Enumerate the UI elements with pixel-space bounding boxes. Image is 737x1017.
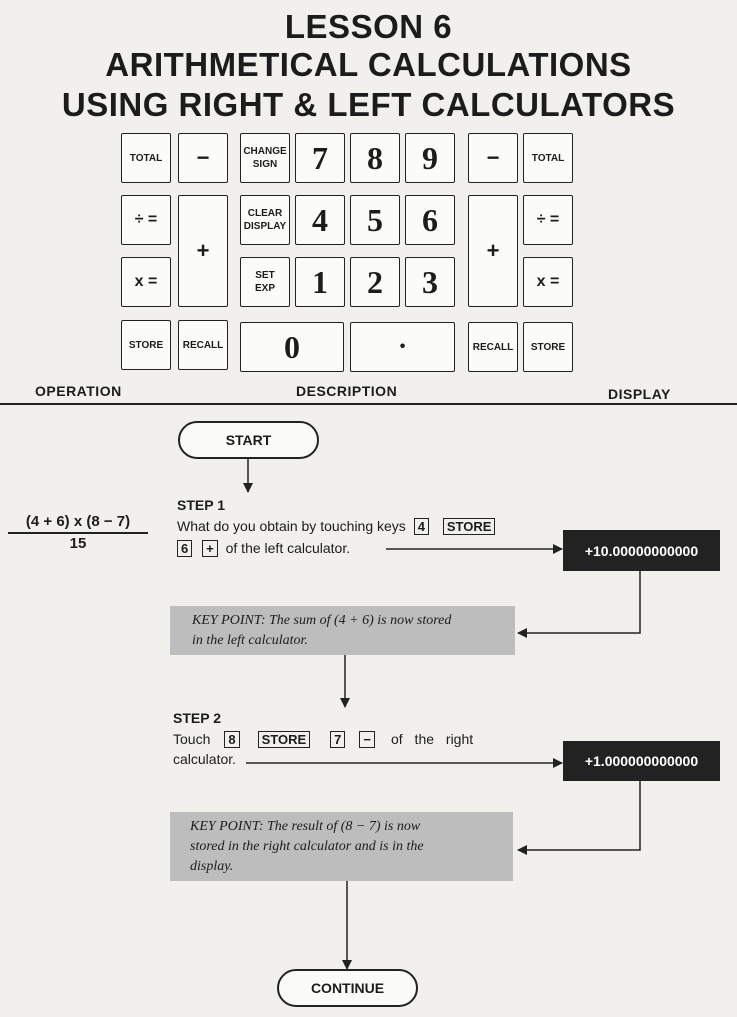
key-point-2-line-2: stored in the right calculator and is in… [190, 839, 424, 854]
display-column-header: DISPLAY [608, 386, 671, 402]
clear-display-key[interactable]: CLEAR DISPLAY [240, 195, 290, 245]
change-sign-label-1: CHANGE [243, 146, 287, 157]
multiply-equals-left-key[interactable]: x = [121, 257, 171, 307]
key-minus-inline: − [359, 730, 375, 748]
step2-text-a: Touch [173, 731, 211, 747]
operation-expression: (4 + 6) x (8 − 7) 15 [8, 513, 148, 552]
key-store-inline: STORE [442, 518, 496, 535]
start-terminal: START [178, 421, 319, 459]
multiply-equals-right-key[interactable]: x = [523, 257, 573, 307]
recall-right-key[interactable]: RECALL [468, 322, 518, 372]
change-sign-label-2: SIGN [252, 159, 278, 170]
description-column-header: DESCRIPTION [296, 383, 398, 399]
digit-6-key[interactable]: 6 [405, 195, 455, 245]
display-readout-2: +1.000000000000 [563, 741, 720, 781]
key-point-2-line-3: display. [190, 859, 234, 874]
key-plus-inline: + [202, 540, 218, 557]
clear-display-label-1: CLEAR [247, 208, 283, 219]
key-point-1-line-1: KEY POINT: The sum of (4 + 6) is now sto… [192, 613, 452, 628]
display1-return-arrow [517, 571, 641, 638]
key-store-inline-2: STORE [257, 730, 311, 748]
digit-7-key[interactable]: 7 [295, 133, 345, 183]
continue-terminal: CONTINUE [277, 969, 418, 1007]
key-7-inline: 7 [330, 730, 346, 748]
total-left-key[interactable]: TOTAL [121, 133, 171, 183]
digit-0-key[interactable]: 0 [240, 322, 344, 372]
divide-equals-right-key[interactable]: ÷ = [523, 195, 573, 245]
set-exp-key[interactable]: SET EXP [240, 257, 290, 307]
key-point-2: KEY POINT: The result of (8 − 7) is now … [170, 812, 513, 881]
digit-3-key[interactable]: 3 [405, 257, 455, 307]
step2-title: STEP 2 [173, 710, 221, 726]
fraction-denominator: 15 [69, 535, 87, 552]
display2-return-arrow [517, 781, 641, 855]
display-readout-1: +10.00000000000 [563, 530, 720, 571]
digit-5-key[interactable]: 5 [350, 195, 400, 245]
change-sign-key[interactable]: CHANGE SIGN [240, 133, 290, 183]
digit-4-key[interactable]: 4 [295, 195, 345, 245]
minus-right-key[interactable]: − [468, 133, 518, 183]
key-point-1-line-2: in the left calculator. [192, 633, 308, 648]
key-6-inline: 6 [177, 540, 193, 557]
store-left-key[interactable]: STORE [121, 320, 171, 370]
step2-text-c: calculator. [173, 751, 237, 767]
set-exp-label-2: EXP [254, 283, 275, 294]
digit-9-key[interactable]: 9 [405, 133, 455, 183]
operation-column-header: OPERATION [35, 383, 122, 399]
step2-text-b: of the right [390, 731, 474, 747]
step1-description: What do you obtain by touching keys 4 ST… [177, 516, 537, 558]
plus-left-key[interactable]: + [178, 195, 228, 307]
lesson-title: LESSON 6 [284, 8, 453, 45]
digit-2-key[interactable]: 2 [350, 257, 400, 307]
header-divider [0, 403, 737, 405]
plus-right-key[interactable]: + [468, 195, 518, 307]
fraction-numerator: (4 + 6) x (8 − 7) [8, 513, 148, 534]
step1-text-b: of the left calculator. [225, 540, 351, 556]
lesson-subtitle-1: ARITHMETICAL CALCULATIONS [105, 46, 632, 83]
lesson-subtitle-2: USING RIGHT & LEFT CALCULATORS [61, 86, 676, 123]
total-right-key[interactable]: TOTAL [523, 133, 573, 183]
set-exp-label-1: SET [255, 270, 275, 281]
key-point-2-line-1: KEY POINT: The result of (8 − 7) is now [190, 819, 421, 834]
clear-display-label-2: DISPLAY [243, 221, 287, 232]
key-point-1: KEY POINT: The sum of (4 + 6) is now sto… [170, 606, 515, 655]
step2-description: Touch 8 STORE 7 − of the right calculato… [173, 729, 523, 769]
decimal-point-key[interactable]: • [350, 322, 455, 372]
digit-1-key[interactable]: 1 [295, 257, 345, 307]
step1-text-a: What do you obtain by touching keys [177, 518, 406, 534]
recall-left-key[interactable]: RECALL [178, 320, 228, 370]
key-4-inline: 4 [413, 518, 429, 535]
step1-title: STEP 1 [177, 497, 225, 513]
key-8-inline: 8 [224, 730, 240, 748]
store-right-key[interactable]: STORE [523, 322, 573, 372]
digit-8-key[interactable]: 8 [350, 133, 400, 183]
divide-equals-left-key[interactable]: ÷ = [121, 195, 171, 245]
minus-left-key[interactable]: − [178, 133, 228, 183]
